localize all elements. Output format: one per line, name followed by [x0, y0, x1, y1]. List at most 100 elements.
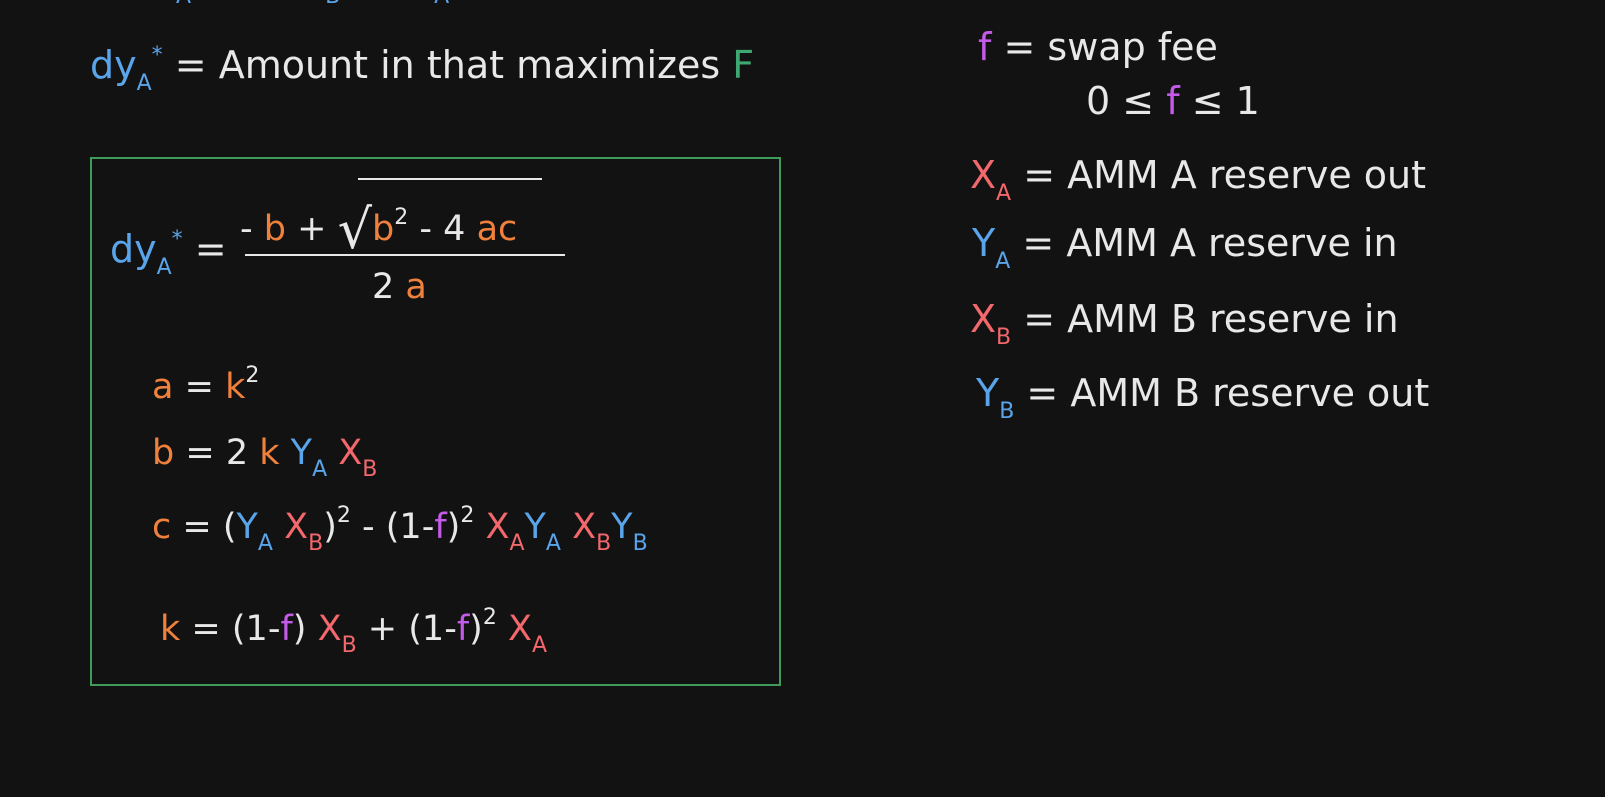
- def-c-exp1: 2: [336, 503, 351, 528]
- def-k-exp: 2: [482, 605, 497, 630]
- formula-lhs-sub: A: [156, 255, 172, 280]
- numerator: - b + √b2 - 4 ac: [240, 195, 518, 257]
- legend-xb-var: X: [970, 297, 997, 341]
- rad-minus: -: [419, 209, 433, 249]
- def-c-minus: -: [361, 507, 375, 547]
- legend-fee-text: swap fee: [1047, 25, 1218, 69]
- def-b-eq: =: [185, 433, 215, 473]
- sqrt-overline: [358, 178, 542, 180]
- num-b: b: [263, 209, 286, 249]
- def-c-Y3: Y: [611, 507, 633, 547]
- formula-box: [90, 157, 781, 686]
- def-a-var: a: [152, 367, 174, 407]
- legend-fee: f = swap fee: [978, 28, 1218, 66]
- range-one: 1: [1235, 79, 1260, 123]
- legend-ya-eq: =: [1022, 221, 1055, 265]
- formula-lhs-dy: dy: [110, 227, 157, 271]
- legend-ya-sub: A: [995, 249, 1011, 274]
- def-eq: =: [174, 43, 207, 87]
- legend-xa-eq: =: [1023, 153, 1056, 197]
- legend-fee-range: 0 ≤ f ≤ 1: [1086, 82, 1260, 120]
- formula-eq: =: [194, 227, 227, 271]
- legend-xa-text: AMM A reserve out: [1067, 153, 1427, 197]
- def-c-close: ): [323, 507, 337, 547]
- legend-yb-sub: B: [999, 399, 1015, 424]
- def-c-close2: ): [446, 507, 461, 547]
- partial-sub-3: A: [434, 0, 449, 9]
- def-c-open: (: [222, 507, 237, 547]
- formula-lhs-star: *: [171, 227, 183, 252]
- num-minus: -: [240, 209, 253, 249]
- def-k-open: (1-: [231, 609, 281, 649]
- legend-xb-sub: B: [996, 325, 1012, 350]
- def-k-X1-sub: B: [341, 633, 357, 658]
- def-b-X-sub: B: [362, 457, 378, 482]
- def-lhs-sub: A: [136, 71, 152, 96]
- def-c-eq: =: [182, 507, 212, 547]
- legend-ya: YA = AMM A reserve in: [972, 221, 1398, 273]
- legend-xa-var: X: [970, 153, 997, 197]
- partial-sub-2: B: [325, 0, 340, 9]
- def-k-eq: =: [191, 609, 221, 649]
- range-zero: 0: [1086, 79, 1111, 123]
- den-two: 2: [372, 267, 395, 307]
- def-c-exp2: 2: [460, 503, 475, 528]
- def-c-Y2-sub: A: [545, 531, 561, 556]
- def-c-X2: X: [485, 507, 510, 547]
- def-c-X1-sub: B: [308, 531, 324, 556]
- legend-fee-eq: =: [1003, 25, 1036, 69]
- sqrt-sign: √: [337, 198, 373, 261]
- legend-yb-var: Y: [976, 371, 1000, 415]
- def-var: F: [732, 43, 755, 87]
- def-k-f1: f: [280, 609, 293, 649]
- def-b-k: k: [259, 433, 280, 473]
- def-a-exp: 2: [245, 363, 260, 388]
- definition-line: dyA* = Amount in that maximizes F: [90, 43, 755, 95]
- legend-xa-sub: A: [996, 181, 1012, 206]
- denominator: 2 a: [372, 270, 427, 305]
- legend-xa: XA = AMM A reserve out: [970, 153, 1427, 205]
- legend-xb-text: AMM B reserve in: [1067, 297, 1399, 341]
- legend-ya-var: Y: [972, 221, 996, 265]
- def-a-k: k: [225, 367, 246, 407]
- rad-b: b: [372, 209, 395, 249]
- def-b-Y: Y: [290, 433, 313, 473]
- def-b-X: X: [338, 433, 363, 473]
- def-k-line: k = (1-f) XB + (1-f)2 XA: [160, 607, 547, 657]
- def-k-X2-sub: A: [531, 633, 547, 658]
- rad-four: 4: [443, 209, 466, 249]
- def-c-Y1-sub: A: [257, 531, 273, 556]
- def-k-close2: ): [469, 609, 483, 649]
- range-le1: ≤: [1122, 79, 1155, 123]
- legend-xb-eq: =: [1023, 297, 1056, 341]
- partial-top-line: A B A: [176, 0, 449, 8]
- def-k-var: k: [160, 609, 181, 649]
- def-c-Y2: Y: [524, 507, 546, 547]
- def-lhs: dy: [90, 43, 137, 87]
- legend-fee-var: f: [978, 25, 992, 69]
- range-le2: ≤: [1191, 79, 1224, 123]
- def-k-X1: X: [317, 609, 342, 649]
- def-c-X1: X: [284, 507, 309, 547]
- legend-yb: YB = AMM B reserve out: [976, 371, 1430, 423]
- def-b-var: b: [152, 433, 175, 473]
- def-c-var: c: [152, 507, 172, 547]
- def-k-close: ): [292, 609, 307, 649]
- legend-xb: XB = AMM B reserve in: [970, 297, 1399, 349]
- def-c-X3-sub: B: [596, 531, 612, 556]
- formula-lhs: dyA * =: [110, 227, 227, 279]
- range-f: f: [1166, 79, 1180, 123]
- legend-yb-text: AMM B reserve out: [1070, 371, 1430, 415]
- def-k-f2: f: [456, 609, 470, 649]
- legend-yb-eq: =: [1026, 371, 1059, 415]
- def-c-f: f: [434, 507, 447, 547]
- def-c-Y1: Y: [236, 507, 258, 547]
- def-c-line: c = (YA XB)2 - (1-f)2 XAYA XBYB: [152, 505, 648, 555]
- rad-ac: ac: [476, 209, 518, 249]
- den-a: a: [405, 267, 427, 307]
- def-text: Amount in that maximizes: [218, 43, 721, 87]
- def-b-Y-sub: A: [312, 457, 328, 482]
- def-c-Y3-sub: B: [632, 531, 648, 556]
- def-k-plus: +: [367, 609, 398, 649]
- def-c-open2: (1-: [385, 507, 435, 547]
